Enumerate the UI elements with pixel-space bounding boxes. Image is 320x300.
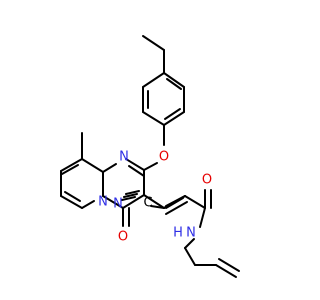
nitrile-bridge [150, 205, 165, 209]
ether-to-c2 [143, 162, 158, 171]
phenyl-double-1 [166, 78, 182, 90]
cyano-triple-2 [121, 196, 136, 201]
atom-c-nitrile: C [143, 196, 152, 211]
atom-n-nitrile: N [113, 197, 123, 212]
atom-o-amide: O [202, 173, 212, 188]
c9a-c9 [81, 158, 104, 173]
allyl-1 [184, 247, 196, 266]
c4-n5 [102, 195, 124, 209]
atom-n-top: N [119, 150, 129, 165]
c9-c8-double [61, 164, 79, 175]
ethyl-bond-2 [142, 35, 165, 51]
atom-h-amide: H [173, 226, 183, 241]
atom-o-ether: O [159, 150, 169, 165]
c2-n1 [125, 158, 145, 171]
c3-vinyl [143, 194, 165, 209]
n-to-allyl [184, 238, 195, 249]
alpha-to-carbonyl [184, 195, 206, 209]
allyl-double-1 [215, 264, 237, 278]
phenyl-bond-6 [142, 72, 165, 88]
c2-n1-double [128, 165, 145, 177]
atom-o-pyrimidinone: O [118, 230, 128, 245]
phenyl-bond-1 [163, 72, 185, 88]
side-chain [121, 189, 240, 278]
vinyl-double-2 [165, 201, 188, 215]
phenyl-double-2 [164, 108, 181, 120]
ethylphenyl-group [142, 35, 185, 146]
atom-n-amide: N [186, 226, 196, 241]
c7-c6-double [64, 191, 81, 202]
pyridopyrimidinone-core [60, 132, 158, 227]
molecule-canvas: N N O O N C O N H [60, 35, 240, 278]
c9a-n1 [102, 163, 117, 173]
cyano-triple-1 [123, 193, 138, 198]
phenyl-bond-3 [163, 111, 185, 126]
nitrile-path [165, 197, 184, 209]
c3-c4 [122, 194, 145, 209]
atom-n-bridge: N [98, 195, 108, 210]
c9-c8 [60, 158, 83, 172]
phenyl-bond-4 [142, 111, 165, 126]
c6-n5 [81, 200, 95, 209]
allyl-double-2 [218, 258, 240, 272]
amide-c-n [199, 207, 206, 228]
c7-c6 [60, 195, 83, 209]
cyano-bond [125, 190, 140, 195]
molecule-structure: N N O O N C O N H [60, 35, 240, 278]
